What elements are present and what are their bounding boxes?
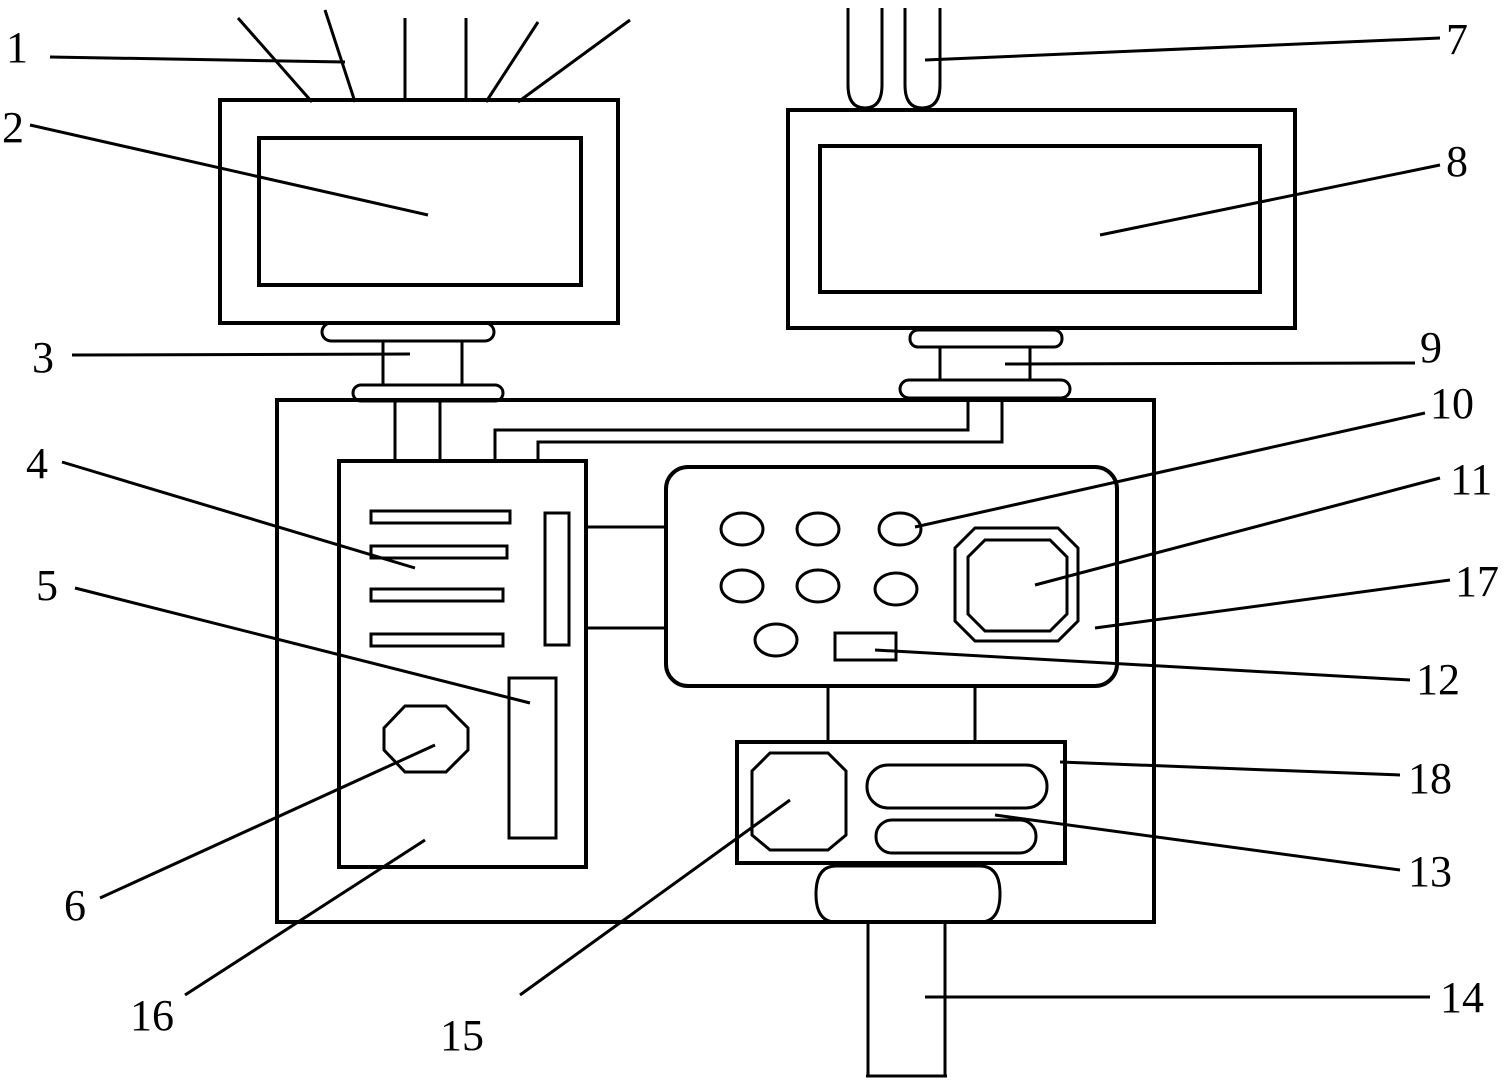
- probe-tubes-7: [846, 8, 942, 110]
- label-7: 7: [1446, 15, 1468, 64]
- control-module-16: [337, 459, 588, 869]
- label-16: 16: [130, 991, 174, 1040]
- main-body: [275, 398, 1156, 924]
- left-display-window-2: [257, 136, 583, 287]
- label-6: 6: [64, 881, 86, 930]
- label-8: 8: [1446, 137, 1468, 186]
- label-11: 11: [1450, 455, 1492, 504]
- label-13: 13: [1408, 847, 1452, 896]
- conduits: [393, 400, 1004, 742]
- label-2: 2: [2, 103, 24, 152]
- screen-11: [953, 526, 1080, 643]
- vertical-slot: [543, 511, 571, 647]
- keypad-buttons-10: [719, 511, 923, 658]
- control-panel-17: [664, 465, 1119, 688]
- right-display-window-8: [818, 144, 1262, 294]
- label-12: 12: [1416, 655, 1460, 704]
- label-17: 17: [1455, 557, 1499, 606]
- label-15: 15: [440, 1011, 484, 1060]
- slot-upper: [865, 763, 1049, 810]
- label-4: 4: [26, 439, 48, 488]
- label-18: 18: [1408, 754, 1452, 803]
- right-housing: [786, 108, 1297, 330]
- label-10: 10: [1430, 379, 1474, 428]
- funnel-cone-1: [236, 9, 631, 104]
- button-15: [750, 751, 848, 852]
- button-6: [382, 704, 470, 774]
- lower-module-18: [735, 740, 1067, 865]
- base-collar: [814, 864, 1002, 924]
- label-5: 5: [36, 561, 58, 610]
- label-3: 3: [32, 333, 54, 382]
- indicator-12: [833, 631, 898, 662]
- vent-slots-4: [369, 509, 512, 648]
- left-connector-3: [320, 321, 505, 403]
- outlet-pipe-14: [866, 922, 947, 1078]
- callout-labels: 1 2 3 4 5 6 7 8 9 10 11 12 13 14 15 16 1…: [2, 15, 1499, 1060]
- slot-13: [874, 818, 1038, 855]
- vertical-slot-5: [507, 676, 558, 840]
- label-1: 1: [6, 23, 28, 72]
- leader-lines: [29, 36, 1451, 999]
- label-14: 14: [1440, 973, 1484, 1022]
- label-9: 9: [1420, 323, 1442, 372]
